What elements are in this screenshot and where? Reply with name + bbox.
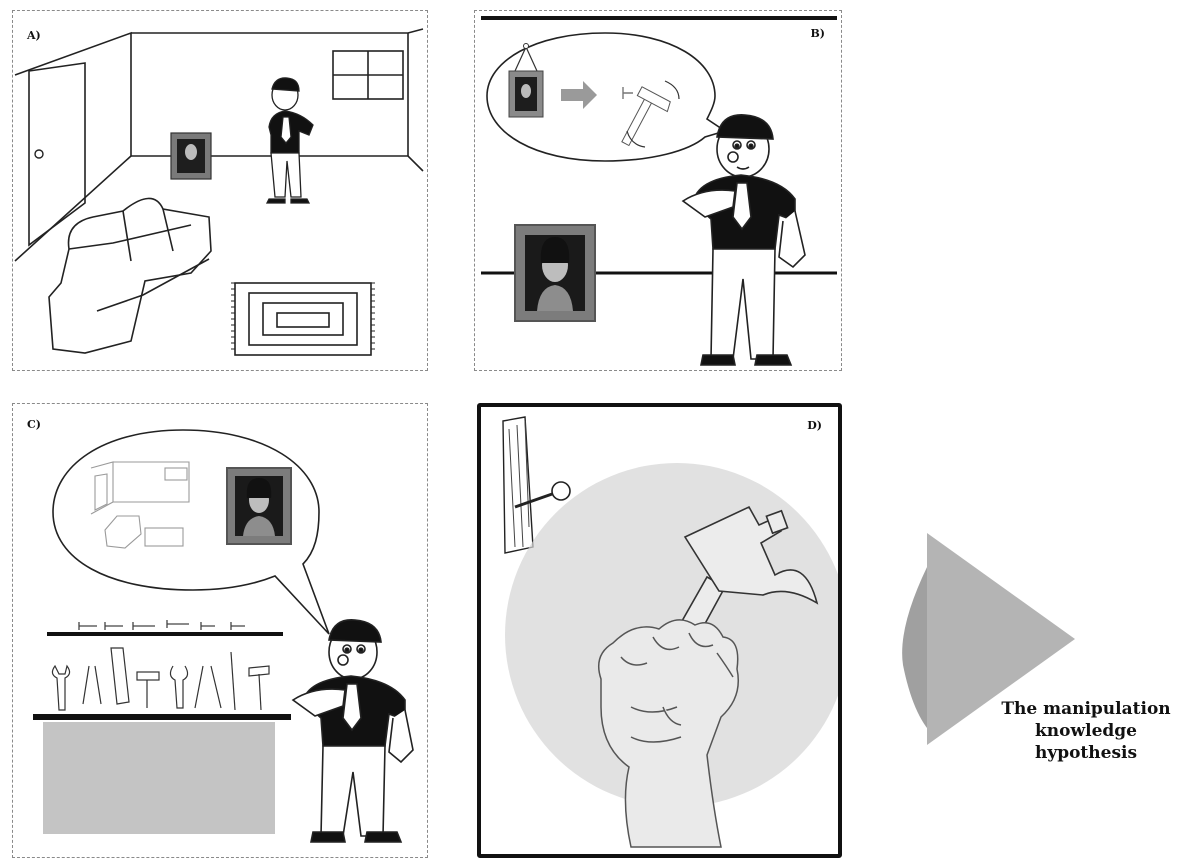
panel-b: B) <box>474 10 842 371</box>
storage-box <box>43 722 275 834</box>
panel-c: C) <box>12 403 428 858</box>
lower-shelf <box>33 714 291 720</box>
man-large <box>683 115 805 365</box>
room-scene <box>13 11 428 371</box>
panel-d: D) <box>477 403 842 858</box>
panel-a: A) <box>12 10 428 371</box>
tools-thought-scene <box>13 404 428 858</box>
hammer-grip-scene <box>481 407 838 854</box>
tools-row <box>52 648 269 710</box>
hypothesis-label: The manipulation knowledge hypothesis <box>996 698 1176 764</box>
door <box>29 63 85 245</box>
hanging-thought-scene <box>475 11 842 371</box>
nails-row <box>79 620 245 630</box>
man-large-c <box>293 620 413 842</box>
man-small <box>267 78 313 203</box>
upper-shelf <box>47 632 283 636</box>
